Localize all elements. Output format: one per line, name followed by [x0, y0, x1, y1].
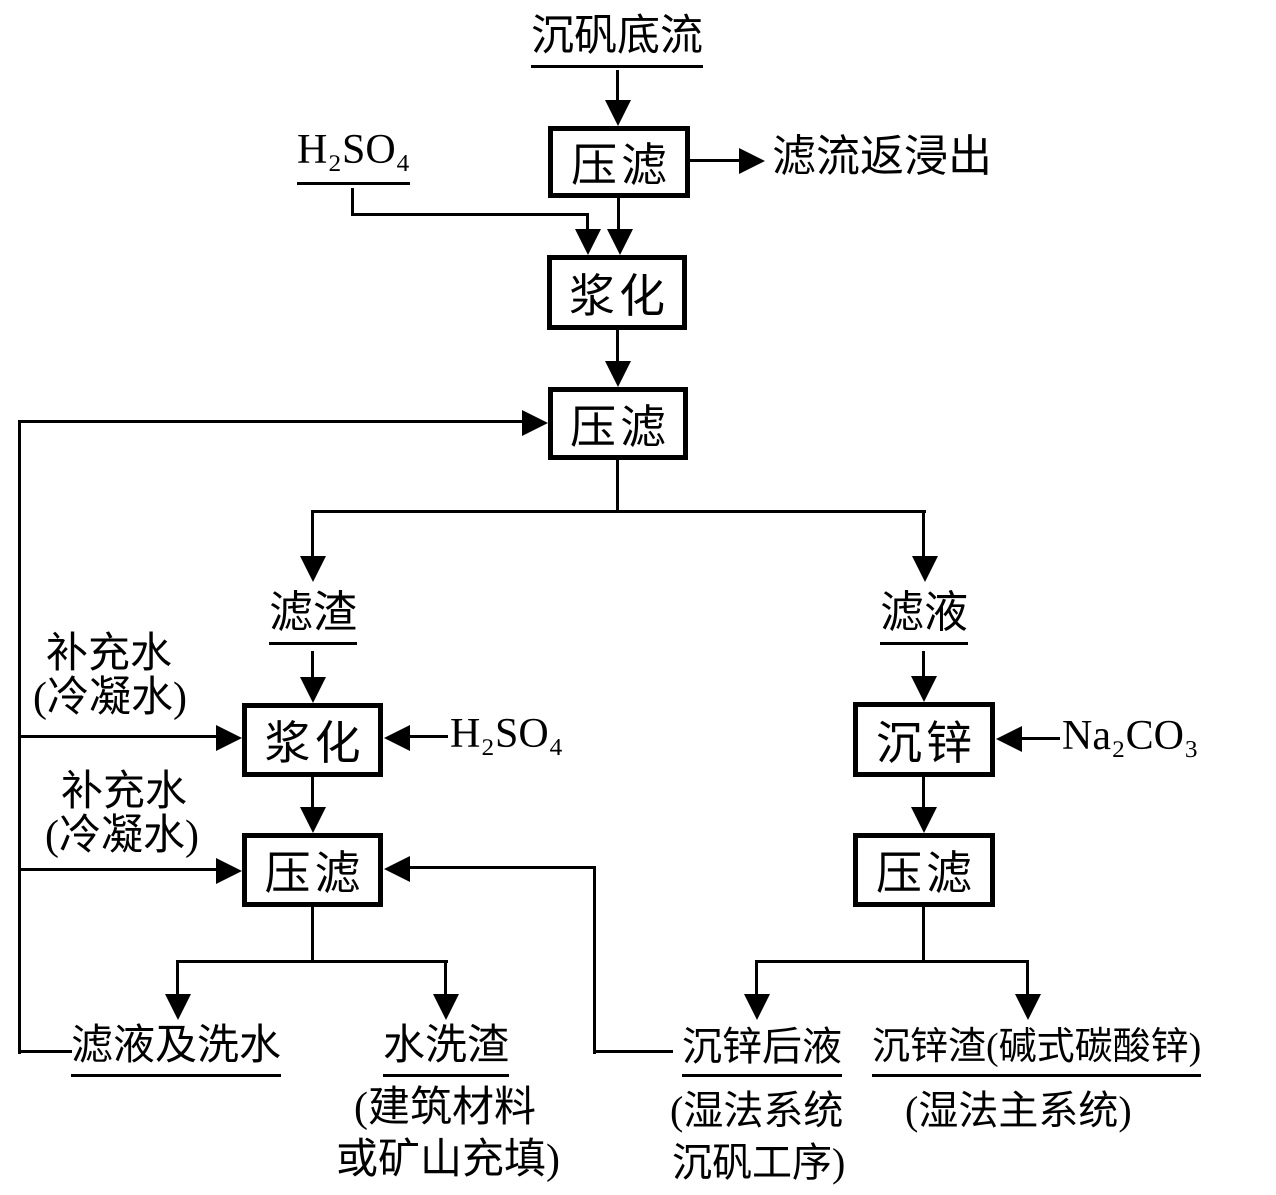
line-slurry-to-filter-mid [616, 330, 619, 366]
arrow-to-filtrate-return [739, 148, 765, 174]
line-makeup-water-top [18, 735, 218, 738]
line-filter-left-down [311, 907, 314, 963]
arrow-to-zinc-precip-residue [1015, 994, 1041, 1020]
na2co3-label: Na₂CO₃ [1062, 713, 1199, 759]
arrow-into-filter-left [300, 807, 326, 833]
zinc-precip-liquor-note2: 沉矾工序) [672, 1140, 846, 1185]
arrow-filter-into-slurry-top [607, 229, 633, 255]
line-makeup-water-bottom [18, 868, 218, 871]
process-box-zinc-precipitation: 沉锌 [853, 702, 995, 777]
line-to-zinc-liquor [755, 960, 758, 998]
line-filtrate-to-zinc [922, 651, 925, 681]
filtrate-and-wash-water-label: 滤液及洗水 [71, 1024, 282, 1078]
line-recycle-bottom [18, 1050, 72, 1053]
arrow-into-filter-right [911, 807, 937, 833]
line-zinc-liquor-recycle-bottom [593, 1050, 673, 1053]
line-h2so4-into-slurry [586, 213, 589, 235]
line-recycle-top [18, 420, 524, 423]
line-filter-top-to-slurry [617, 198, 620, 235]
makeup-water-top-note: (冷凝水) [33, 675, 187, 721]
line-to-washed-residue [444, 960, 447, 998]
line-to-filtrate [922, 510, 925, 560]
filtrate-return-leach-label: 滤流返浸出 [772, 132, 992, 181]
arrow-h2so4-into-slurry-top [575, 229, 601, 255]
water-washed-residue-note2: 或矿山充填) [336, 1137, 560, 1183]
arrow-into-filter-top [605, 100, 631, 126]
arrow-to-zinc-precip-liquor [744, 994, 770, 1020]
makeup-water-top-label: 补充水 [46, 631, 173, 677]
filtrate-label: 滤液 [880, 589, 968, 646]
line-to-filtrate-wash [176, 960, 179, 998]
zinc-precip-liquor-note1: (湿法系统 [670, 1088, 844, 1133]
water-washed-residue-label: 水洗渣 [383, 1024, 510, 1078]
arrow-into-zinc-precip [911, 676, 937, 702]
process-box-slurry-left: 浆化 [242, 703, 383, 777]
h2so4-left-label: H₂SO₄ [450, 711, 564, 757]
arrow-into-slurry-left [300, 677, 326, 703]
arrow-na2co3-into-zinc [996, 726, 1022, 752]
line-splitter-right [755, 960, 1029, 963]
arrow-h2so4-into-slurry-left [384, 725, 410, 751]
filter-residue-label: 滤渣 [269, 589, 357, 646]
line-h2so4-drop [351, 188, 354, 216]
makeup-water-bottom-note: (冷凝水) [45, 813, 199, 859]
zinc-precip-residue-note: (湿法主系统) [905, 1088, 1132, 1133]
arrow-recycle-into-filter-left [384, 856, 410, 882]
line-zinc-liquor-recycle-top [408, 866, 596, 869]
line-zinc-liquor-recycle-vert [593, 866, 596, 1054]
arrow-to-filtrate-wash-water [165, 994, 191, 1020]
line-splitter-left [176, 960, 448, 963]
process-box-filter-left: 压滤 [242, 833, 383, 907]
arrow-recycle-into-filter-mid [522, 410, 548, 436]
makeup-water-bottom-label: 补充水 [61, 769, 188, 815]
zinc-precip-residue-label: 沉锌渣(碱式碳酸锌) [872, 1027, 1202, 1077]
line-h2so4-across [351, 213, 589, 216]
process-box-filter-mid: 压滤 [548, 387, 688, 460]
water-washed-residue-note1: (建筑材料 [354, 1085, 536, 1131]
line-source-to-filter-top [616, 70, 619, 106]
line-zinc-to-filter-right [922, 777, 925, 811]
arrow-makeup-into-filter-left [216, 858, 242, 884]
line-filter-mid-down [616, 460, 619, 513]
line-residue-to-slurry-left [311, 651, 314, 681]
arrow-to-filter-residue [300, 556, 326, 582]
line-na2co3-feed [1020, 737, 1060, 740]
line-to-residue [311, 510, 314, 560]
arrow-makeup-into-slurry-left [216, 725, 242, 751]
process-box-filter-top: 压滤 [548, 126, 690, 198]
line-splitter-mid [311, 510, 926, 513]
arrow-into-filter-mid [605, 361, 631, 387]
arrow-to-water-washed-residue [433, 994, 459, 1020]
arrow-to-filtrate [912, 556, 938, 582]
line-slurry-left-to-filter [311, 777, 314, 811]
line-filter-right-down [922, 907, 925, 963]
line-h2so4-left-feed [408, 735, 448, 738]
h2so4-top-label: H₂SO₄ [297, 128, 411, 186]
process-box-slurry-top: 浆化 [547, 255, 687, 330]
zinc-precip-liquor-label: 沉锌后液 [682, 1026, 842, 1077]
line-to-zinc-residue [1026, 960, 1029, 998]
line-filter-top-to-return [690, 159, 742, 162]
source-stream-label: 沉矾底流 [531, 14, 703, 69]
process-box-filter-right: 压滤 [853, 833, 995, 907]
